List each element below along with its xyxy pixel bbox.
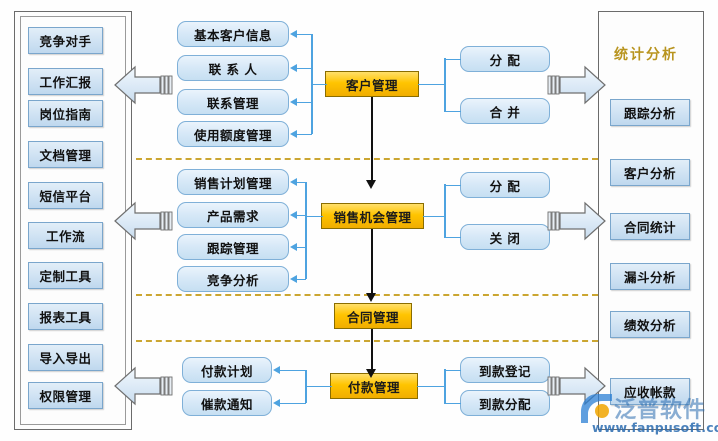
flow-arrow-head-0 <box>366 180 376 189</box>
flow-arrow-line-2 <box>371 329 374 371</box>
core-module-1[interactable]: 销售机会管理 <box>321 203 424 229</box>
connector-arrowhead <box>290 177 297 186</box>
sidebar-item-6[interactable]: 定制工具 <box>28 262 103 289</box>
left-block-arrow-2 <box>113 363 175 413</box>
row0-left-child-0[interactable]: 基本客户信息 <box>177 21 289 47</box>
stat-item-1[interactable]: 客户分析 <box>610 159 690 186</box>
connector <box>444 369 461 372</box>
connector-arrowhead <box>290 97 297 106</box>
connector <box>297 67 312 70</box>
connector <box>444 184 446 237</box>
stat-item-0[interactable]: 跟踪分析 <box>610 99 690 126</box>
connector <box>444 369 446 403</box>
sidebar-item-5[interactable]: 工作流 <box>28 222 103 249</box>
connector <box>418 83 445 86</box>
connector <box>296 278 306 281</box>
sidebar-item-3[interactable]: 文档管理 <box>28 141 103 168</box>
connector <box>279 369 291 372</box>
connector-arrowhead <box>273 365 280 374</box>
section-divider-1 <box>136 158 598 160</box>
connector <box>417 385 445 388</box>
sidebar-item-4[interactable]: 短信平台 <box>28 182 103 209</box>
row3-right-child-1[interactable]: 到款分配 <box>460 390 550 416</box>
row1-left-child-2[interactable]: 跟踪管理 <box>177 234 289 260</box>
flow-arrow-head-1 <box>366 293 376 302</box>
left-block-arrow-0 <box>113 62 175 112</box>
connector-arrowhead <box>290 210 297 219</box>
connector <box>297 33 312 36</box>
connector-arrowhead <box>290 274 297 283</box>
connector <box>297 133 312 136</box>
connector <box>288 402 306 405</box>
connector <box>305 215 323 218</box>
connector <box>444 58 461 61</box>
connector <box>311 83 327 86</box>
right-block-arrow-1 <box>547 198 607 248</box>
connector <box>423 215 445 218</box>
section-divider-3 <box>136 340 598 342</box>
right-panel-title: 统计分析 <box>614 47 678 63</box>
row3-left-child-0[interactable]: 付款计划 <box>182 357 272 383</box>
core-module-2[interactable]: 合同管理 <box>334 303 412 329</box>
sidebar-item-7[interactable]: 报表工具 <box>28 303 103 330</box>
connector <box>279 402 291 405</box>
connector <box>305 182 307 279</box>
connector-arrowhead <box>290 242 297 251</box>
row1-left-child-0[interactable]: 销售计划管理 <box>177 169 289 195</box>
connector <box>296 181 306 184</box>
connector <box>444 110 461 113</box>
core-module-0[interactable]: 客户管理 <box>325 71 419 97</box>
row0-left-child-2[interactable]: 联系管理 <box>177 89 289 115</box>
row0-left-child-1[interactable]: 联 系 人 <box>177 55 289 81</box>
connector-arrowhead <box>290 29 297 38</box>
row0-left-child-3[interactable]: 使用额度管理 <box>177 121 289 147</box>
connector <box>288 369 306 372</box>
connector <box>444 402 461 405</box>
connector <box>311 34 313 134</box>
sidebar-item-9[interactable]: 权限管理 <box>28 382 103 409</box>
row0-right-child-0[interactable]: 分 配 <box>460 46 550 72</box>
row3-right-child-0[interactable]: 到款登记 <box>460 357 550 383</box>
sidebar-item-1[interactable]: 工作汇报 <box>28 68 103 95</box>
connector <box>297 101 312 104</box>
flow-arrow-head-2 <box>366 369 376 378</box>
row0-right-child-1[interactable]: 合 并 <box>460 98 550 124</box>
flow-arrow-line-0 <box>371 97 374 182</box>
connector-arrowhead <box>290 63 297 72</box>
row1-right-child-0[interactable]: 分 配 <box>460 172 550 198</box>
connector <box>444 58 446 111</box>
stat-item-3[interactable]: 漏斗分析 <box>610 263 690 290</box>
sidebar-item-8[interactable]: 导入导出 <box>28 344 103 371</box>
row1-right-child-1[interactable]: 关 闭 <box>460 224 550 250</box>
stat-item-2[interactable]: 合同统计 <box>610 213 690 240</box>
left-block-arrow-1 <box>113 198 175 248</box>
connector <box>305 370 307 403</box>
right-block-arrow-2 <box>547 363 607 413</box>
flow-arrow-line-1 <box>371 229 374 295</box>
connector-arrowhead <box>290 129 297 138</box>
row1-left-child-3[interactable]: 竞争分析 <box>177 266 289 292</box>
connector <box>296 214 306 217</box>
row3-left-child-1[interactable]: 催款通知 <box>182 390 272 416</box>
connector <box>444 236 461 239</box>
connector <box>305 385 332 388</box>
connector <box>444 184 461 187</box>
sidebar-item-2[interactable]: 岗位指南 <box>28 100 103 127</box>
right-block-arrow-0 <box>547 62 607 112</box>
row1-left-child-1[interactable]: 产品需求 <box>177 202 289 228</box>
stat-item-4[interactable]: 绩效分析 <box>610 311 690 338</box>
connector <box>296 246 306 249</box>
sidebar-item-0[interactable]: 竞争对手 <box>28 27 103 54</box>
connector-arrowhead <box>273 398 280 407</box>
stat-item-5[interactable]: 应收帐款 <box>610 378 690 405</box>
